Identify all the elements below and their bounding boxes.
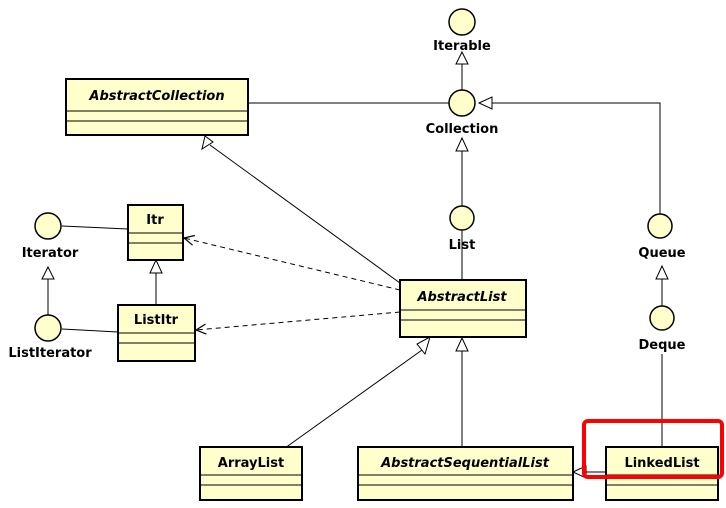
edge-arraylist-abstractlist — [284, 349, 423, 449]
class-arraylist[interactable]: ArrayList — [199, 446, 303, 501]
interface-iterator[interactable]: Iterator — [22, 212, 79, 261]
interface-queue[interactable]: Queue — [638, 213, 686, 261]
edge-queue-collection — [492, 102, 661, 214]
interface-collection[interactable]: Collection — [426, 89, 499, 137]
triangle-collection-right — [477, 96, 493, 110]
triangle-abstractlist-left — [416, 335, 431, 356]
triangle-iterator — [41, 265, 55, 280]
list-label: List — [449, 238, 476, 253]
edge-iterator-itr — [61, 225, 129, 230]
class-abstractlist[interactable]: AbstractList — [399, 279, 527, 338]
listitr-label: ListItr — [134, 313, 179, 328]
abstractlist-label: AbstractList — [416, 290, 507, 305]
class-abstractcollection[interactable]: AbstractCollection — [65, 78, 249, 136]
iterator-label: Iterator — [22, 246, 79, 261]
class-listitr[interactable]: ListItr — [117, 304, 196, 362]
class-linkedlist[interactable]: LinkedList — [605, 446, 719, 501]
triangle-collection-bottom — [455, 136, 469, 152]
triangle-abstractcollection — [201, 135, 214, 151]
iterable-label: Iterable — [433, 39, 491, 54]
edge-listiterator-listitr — [61, 328, 119, 333]
queue-label: Queue — [638, 246, 685, 261]
abstractsequentiallist-label: AbstractSequentialList — [380, 456, 550, 471]
interface-list[interactable]: List — [449, 205, 476, 253]
triangle-queue — [655, 264, 669, 280]
triangle-abstractlist-bottom — [455, 336, 469, 352]
class-itr[interactable]: Itr — [127, 204, 184, 261]
interface-deque[interactable]: Deque — [639, 305, 686, 353]
deque-label: Deque — [639, 338, 686, 353]
class-abstractsequentiallist[interactable]: AbstractSequentialList — [357, 446, 574, 501]
collection-label: Collection — [426, 122, 499, 137]
dependency-abstractlist-listitr — [196, 311, 401, 330]
triangle-iterable — [455, 50, 469, 65]
arraylist-label: ArrayList — [218, 456, 284, 471]
listiterator-label: ListIterator — [8, 346, 92, 361]
edge-abstractlist-abstractcollection — [209, 144, 401, 284]
linkedlist-label: LinkedList — [624, 456, 699, 471]
interface-iterable[interactable]: Iterable — [433, 8, 491, 54]
triangle-itr — [149, 258, 163, 274]
interface-listiterator[interactable]: ListIterator — [8, 314, 92, 361]
abstractcollection-label: AbstractCollection — [88, 89, 224, 104]
itr-label: Itr — [146, 213, 164, 228]
dependency-abstractlist-itr — [184, 238, 401, 291]
highlight-box-linkedlist — [582, 419, 724, 479]
